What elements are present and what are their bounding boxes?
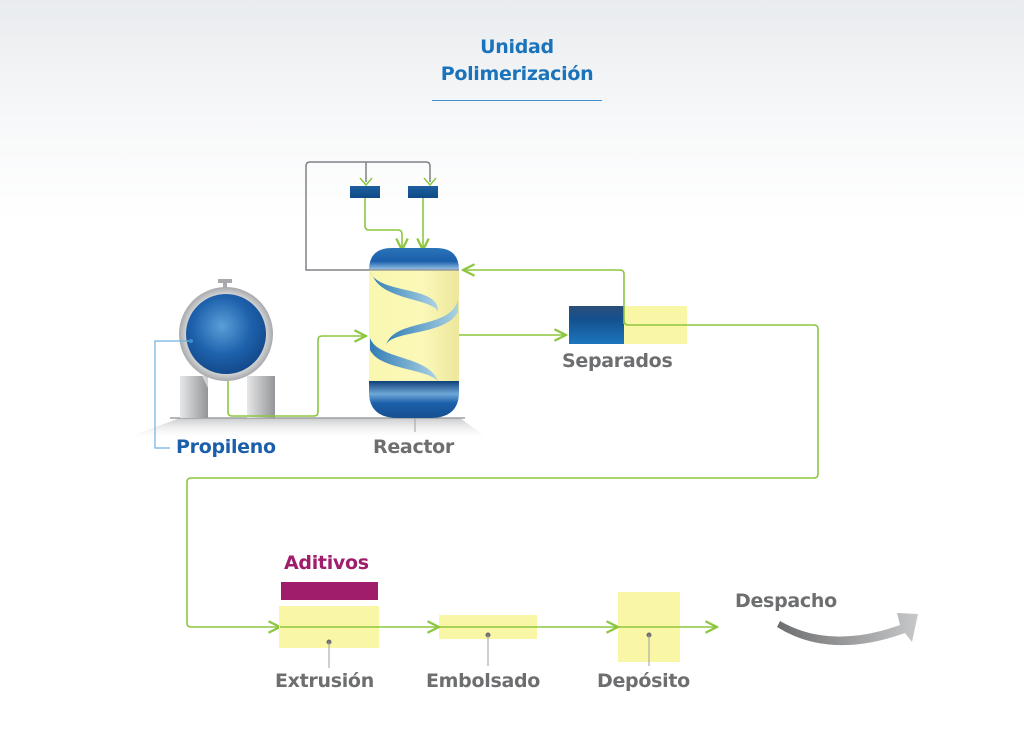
title-line-1: Unidad [480,36,554,58]
reactor-coil-2 [386,300,458,345]
arrow-valve-1 [359,177,373,187]
title-underline [432,100,602,101]
tank-leg-left-top [180,376,208,388]
label-despacho: Despacho [735,590,837,612]
valve-right [408,186,438,198]
label-deposito: Depósito [597,670,690,692]
label-reactor: Reactor [373,436,455,458]
tank-leg-left [180,376,208,418]
tank-nozzle [218,279,232,283]
separator-blue-block [569,306,624,344]
tank-sphere [186,294,266,374]
propileno-leader-dot [189,339,193,343]
label-aditivos: Aditivos [284,552,369,574]
tank-leg-right [247,376,275,418]
reactor-top-cap [369,248,459,270]
valve-left [350,186,380,198]
reactor-bottom-cap [369,381,459,418]
page-title: Unidad Polimerización [412,34,622,88]
reactor-coil-1 [370,272,439,312]
recycle-line-gray [305,161,431,271]
tank-nozzle-stem [223,282,227,288]
propylene-tank [179,279,275,418]
reactor-coil-3 [370,338,438,381]
reactor-vessel [369,248,459,418]
label-embolsado: Embolsado [426,670,541,692]
additives-bar [281,582,378,600]
label-propileno: Propileno [176,436,276,458]
label-extrusion: Extrusión [275,670,374,692]
arrow-valve-2 [423,177,437,187]
line-separator-to-extrusion [186,319,819,627]
recycle-line-separator [463,270,625,324]
feed-line-valve-left [364,198,402,250]
propileno-label-leader [154,340,191,449]
floor-platform [120,418,490,440]
title-line-2: Polimerización [440,63,594,85]
label-separados: Separados [562,350,673,372]
despacho-arrow-icon [777,613,918,646]
feed-line-propylene [227,336,366,417]
